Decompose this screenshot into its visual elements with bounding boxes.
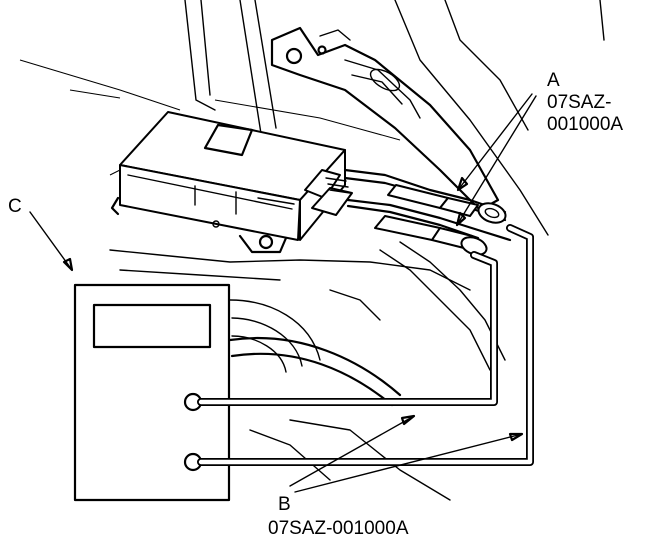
test-harness-a-lower: [374, 215, 488, 256]
test-leads-b: [197, 224, 534, 466]
tester-display: [92, 303, 212, 349]
control-unit: [110, 111, 346, 254]
mounting-bracket: [270, 26, 500, 212]
test-harness-a-upper: [387, 184, 507, 224]
callout-a-part-line1: 07SAZ-: [547, 92, 612, 113]
callout-a-part-line2: 001000A: [547, 114, 624, 135]
unit-connectors: [304, 169, 353, 216]
leader-lines: [29, 93, 537, 493]
callout-b-part: 07SAZ-001000A: [268, 518, 409, 539]
tester-device: [73, 283, 231, 502]
callout-a-letter: A: [547, 70, 560, 91]
callout-b-letter: B: [278, 494, 291, 515]
callout-c-letter: C: [8, 196, 22, 217]
vehicle-floor: [109, 241, 506, 501]
